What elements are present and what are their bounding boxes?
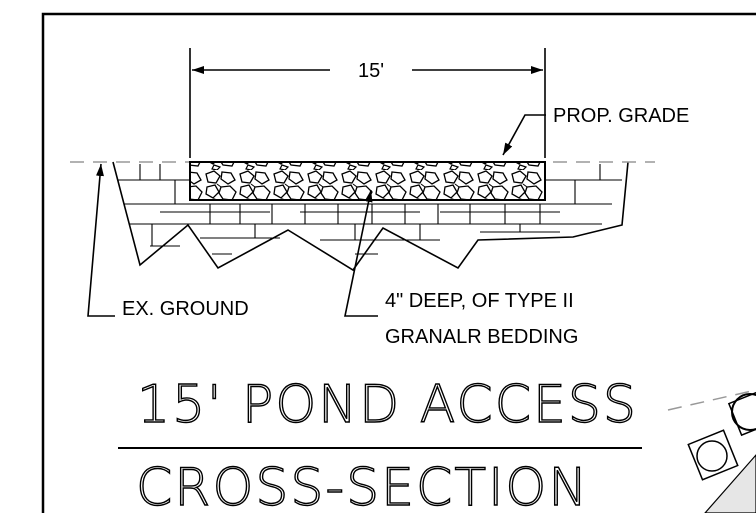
ex-ground-label: EX. GROUND [122,298,249,320]
bedding-label-line2: GRANALR BEDDING [385,326,578,348]
bedding-label-line1: 4" DEEP, OF TYPE II [385,290,574,312]
existing-ground-section [112,161,629,272]
ex-ground-leader [87,163,115,317]
title-line2: CROSS-SECTION [136,458,589,513]
prop-grade-label: PROP. GRADE [553,105,689,127]
granular-bedding-layer [189,161,546,201]
sheet-border [41,12,756,513]
ground-outline [112,161,629,272]
dimension-label: 15' [358,60,384,82]
prop-grade-leader [502,114,546,156]
bedding-leader [344,189,378,317]
north-arrow-symbol [687,389,756,513]
title-line1: 15' POND ACCESS [137,375,638,435]
ground-hatch [118,164,622,255]
partial-dashed-line [667,389,756,411]
